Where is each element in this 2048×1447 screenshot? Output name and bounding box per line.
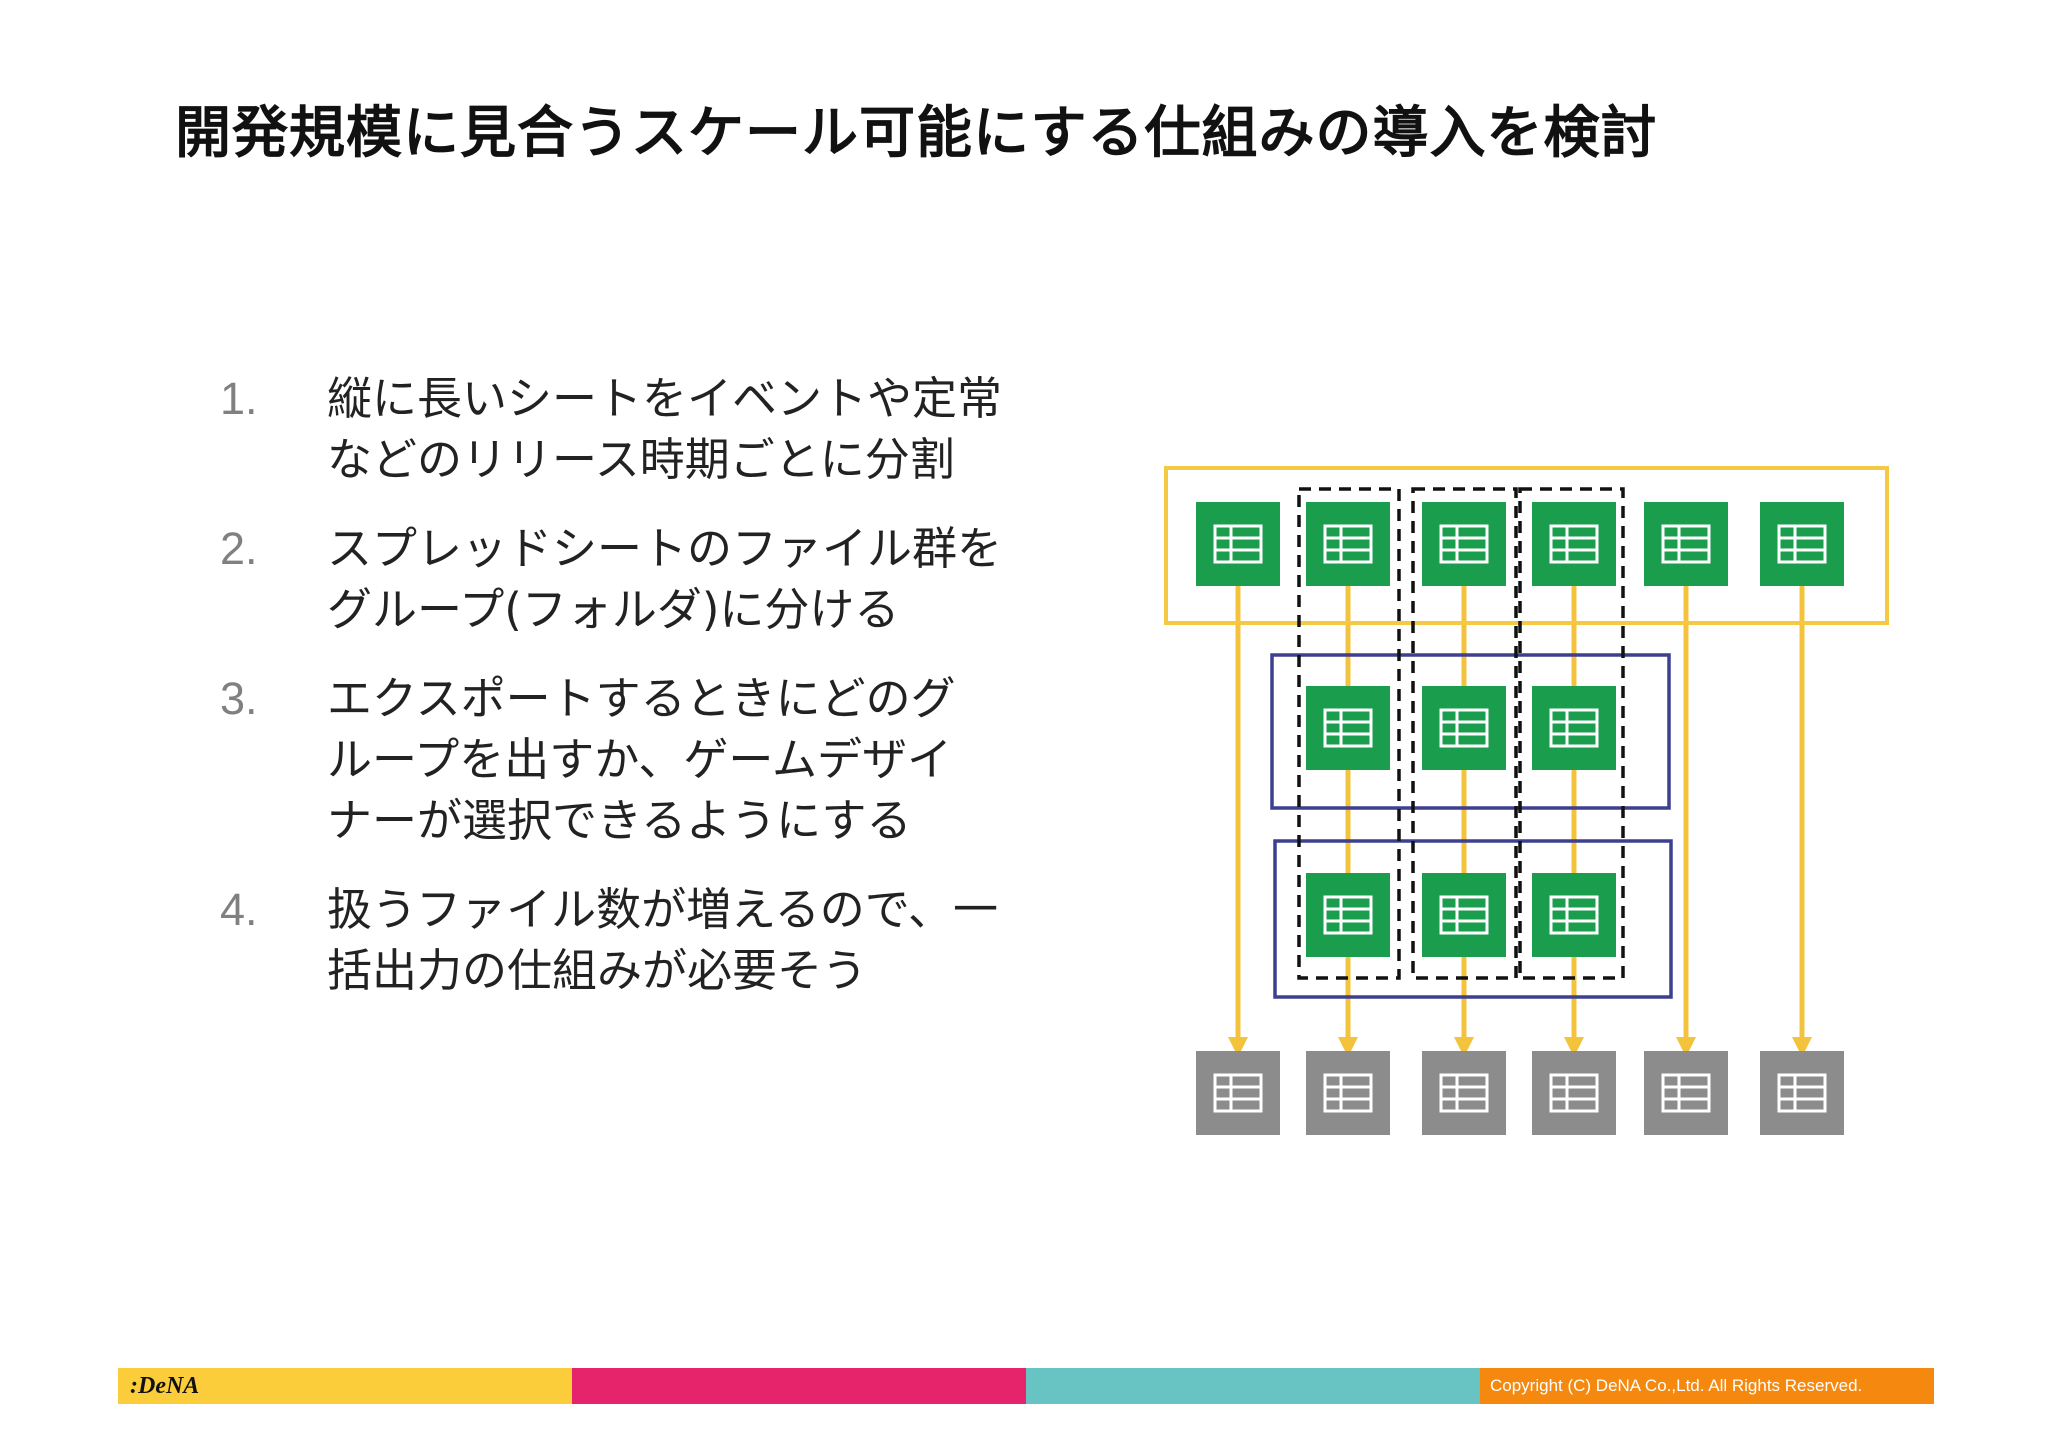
list-text: スプレッドシートのファイル群を グループ(フォルダ)に分ける xyxy=(327,518,1107,640)
sheet-grid-frame xyxy=(1439,708,1489,748)
spreadsheet-icon xyxy=(1532,873,1616,957)
sheet-grid-frame xyxy=(1323,524,1373,564)
list-line: エクスポートするときにどのグ xyxy=(327,672,956,725)
sheet-grid-frame xyxy=(1213,1073,1263,1113)
list-text: 縦に長いシートをイベントや定常 などのリリース時期ごとに分割 xyxy=(327,368,1107,490)
spreadsheet-icon xyxy=(1644,502,1728,586)
list-item: 4. 扱うファイル数が増えるので、一 括出力の仕組みが必要そう xyxy=(220,879,1120,1001)
sheet-tile xyxy=(1532,502,1616,586)
sheet-tile xyxy=(1422,686,1506,770)
list-number: 3. xyxy=(220,673,258,724)
list-line: ナーが選択できるようにする xyxy=(327,794,912,847)
spreadsheet-icon xyxy=(1422,502,1506,586)
group-box-navy xyxy=(1273,839,1673,999)
sheet-grid-frame xyxy=(1213,524,1263,564)
list-text: 扱うファイル数が増えるので、一 括出力の仕組みが必要そう xyxy=(327,879,1107,1001)
sheet-tile xyxy=(1306,1051,1390,1135)
list-line: ループを出すか、ゲームデザイ xyxy=(327,733,953,786)
group-box-navy xyxy=(1270,653,1671,810)
list-line: などのリリース時期ごとに分割 xyxy=(327,433,955,486)
list-item: 3. エクスポートするときにどのグ ループを出すか、ゲームデザイ ナーが選択でき… xyxy=(220,668,1120,851)
list-line: グループ(フォルダ)に分ける xyxy=(327,583,900,636)
sheet-tile xyxy=(1644,502,1728,586)
sheet-tile xyxy=(1422,1051,1506,1135)
spreadsheet-icon xyxy=(1532,686,1616,770)
sheet-grid-frame xyxy=(1439,1073,1489,1113)
sheet-tile xyxy=(1644,1051,1728,1135)
sheet-grid-frame xyxy=(1439,524,1489,564)
spreadsheet-icon xyxy=(1306,502,1390,586)
sheet-grid-frame xyxy=(1323,895,1373,935)
sheet-tile xyxy=(1760,502,1844,586)
spreadsheet-icon xyxy=(1306,686,1390,770)
list-line: 扱うファイル数が増えるので、一 xyxy=(327,883,998,936)
copyright-text: Copyright (C) DeNA Co.,Ltd. All Rights R… xyxy=(1490,1376,1863,1395)
spreadsheet-output-icon xyxy=(1196,1051,1280,1135)
group-box-dashed xyxy=(1297,487,1401,980)
sheet-grid-frame xyxy=(1549,895,1599,935)
spreadsheet-icon xyxy=(1306,873,1390,957)
spreadsheet-icon xyxy=(1422,686,1506,770)
sheet-grid-frame xyxy=(1439,895,1489,935)
list-line: スプレッドシートのファイル群を xyxy=(327,522,1003,575)
arrows-layer xyxy=(1228,586,1812,1057)
list-line: 縦に長いシートをイベントや定常 xyxy=(327,372,1003,425)
sheet-grid-frame xyxy=(1549,524,1599,564)
spreadsheet-icon xyxy=(1760,502,1844,586)
sheet-tile xyxy=(1196,502,1280,586)
sheet-grid-frame xyxy=(1323,1073,1373,1113)
groups-layer xyxy=(1164,466,1889,999)
sheet-tile xyxy=(1422,502,1506,586)
group-box-yellow xyxy=(1164,466,1889,625)
sheet-tile xyxy=(1532,1051,1616,1135)
list-line: 括出力の仕組みが必要そう xyxy=(327,944,868,997)
footer-segment-yellow: :DeNA xyxy=(118,1368,572,1404)
sheet-grid-frame xyxy=(1777,1073,1827,1113)
sheet-tile xyxy=(1532,686,1616,770)
footer-segment-teal xyxy=(1026,1368,1480,1404)
sheet-tile xyxy=(1306,873,1390,957)
sheet-grid-frame xyxy=(1323,708,1373,748)
footer-segment-orange: Copyright (C) DeNA Co.,Ltd. All Rights R… xyxy=(1480,1368,1934,1404)
sheet-tile xyxy=(1196,1051,1280,1135)
list-number: 1. xyxy=(220,373,258,424)
dena-logo: :DeNA xyxy=(130,1373,200,1399)
spreadsheet-output-icon xyxy=(1422,1051,1506,1135)
list-item: 1. 縦に長いシートをイベントや定常 などのリリース時期ごとに分割 xyxy=(220,368,1120,490)
list-number: 2. xyxy=(220,523,258,574)
spreadsheet-icon xyxy=(1422,873,1506,957)
spreadsheet-output-icon xyxy=(1306,1051,1390,1135)
list-text: エクスポートするときにどのグ ループを出すか、ゲームデザイ ナーが選択できるよう… xyxy=(327,668,1107,851)
group-box-dashed xyxy=(1518,487,1625,980)
numbered-list: 1. 縦に長いシートをイベントや定常 などのリリース時期ごとに分割 2. スプレ… xyxy=(220,368,1120,1029)
sheets-layer xyxy=(1196,502,1844,1135)
spreadsheet-icon xyxy=(1532,502,1616,586)
list-number: 4. xyxy=(220,884,258,935)
spreadsheet-output-icon xyxy=(1760,1051,1844,1135)
slide-title: 開発規模に見合うスケール可能にする仕組みの導入を検討 xyxy=(175,101,1658,166)
spreadsheet-output-icon xyxy=(1532,1051,1616,1135)
group-box-dashed xyxy=(1411,487,1518,980)
sheet-tile xyxy=(1306,686,1390,770)
sheet-grid-frame xyxy=(1661,1073,1711,1113)
sheet-grid-frame xyxy=(1549,708,1599,748)
footer-segment-pink xyxy=(572,1368,1026,1404)
sheet-tile xyxy=(1422,873,1506,957)
sheet-grid-frame xyxy=(1549,1073,1599,1113)
sheet-grid-frame xyxy=(1661,524,1711,564)
sheet-tile xyxy=(1306,502,1390,586)
spreadsheet-output-icon xyxy=(1644,1051,1728,1135)
footer-bar: :DeNA Copyright (C) DeNA Co.,Ltd. All Ri… xyxy=(118,1368,1934,1404)
list-item: 2. スプレッドシートのファイル群を グループ(フォルダ)に分ける xyxy=(220,518,1120,640)
sheet-tile xyxy=(1532,873,1616,957)
spreadsheet-icon xyxy=(1196,502,1280,586)
sheet-tile xyxy=(1760,1051,1844,1135)
sheet-grid-frame xyxy=(1777,524,1827,564)
